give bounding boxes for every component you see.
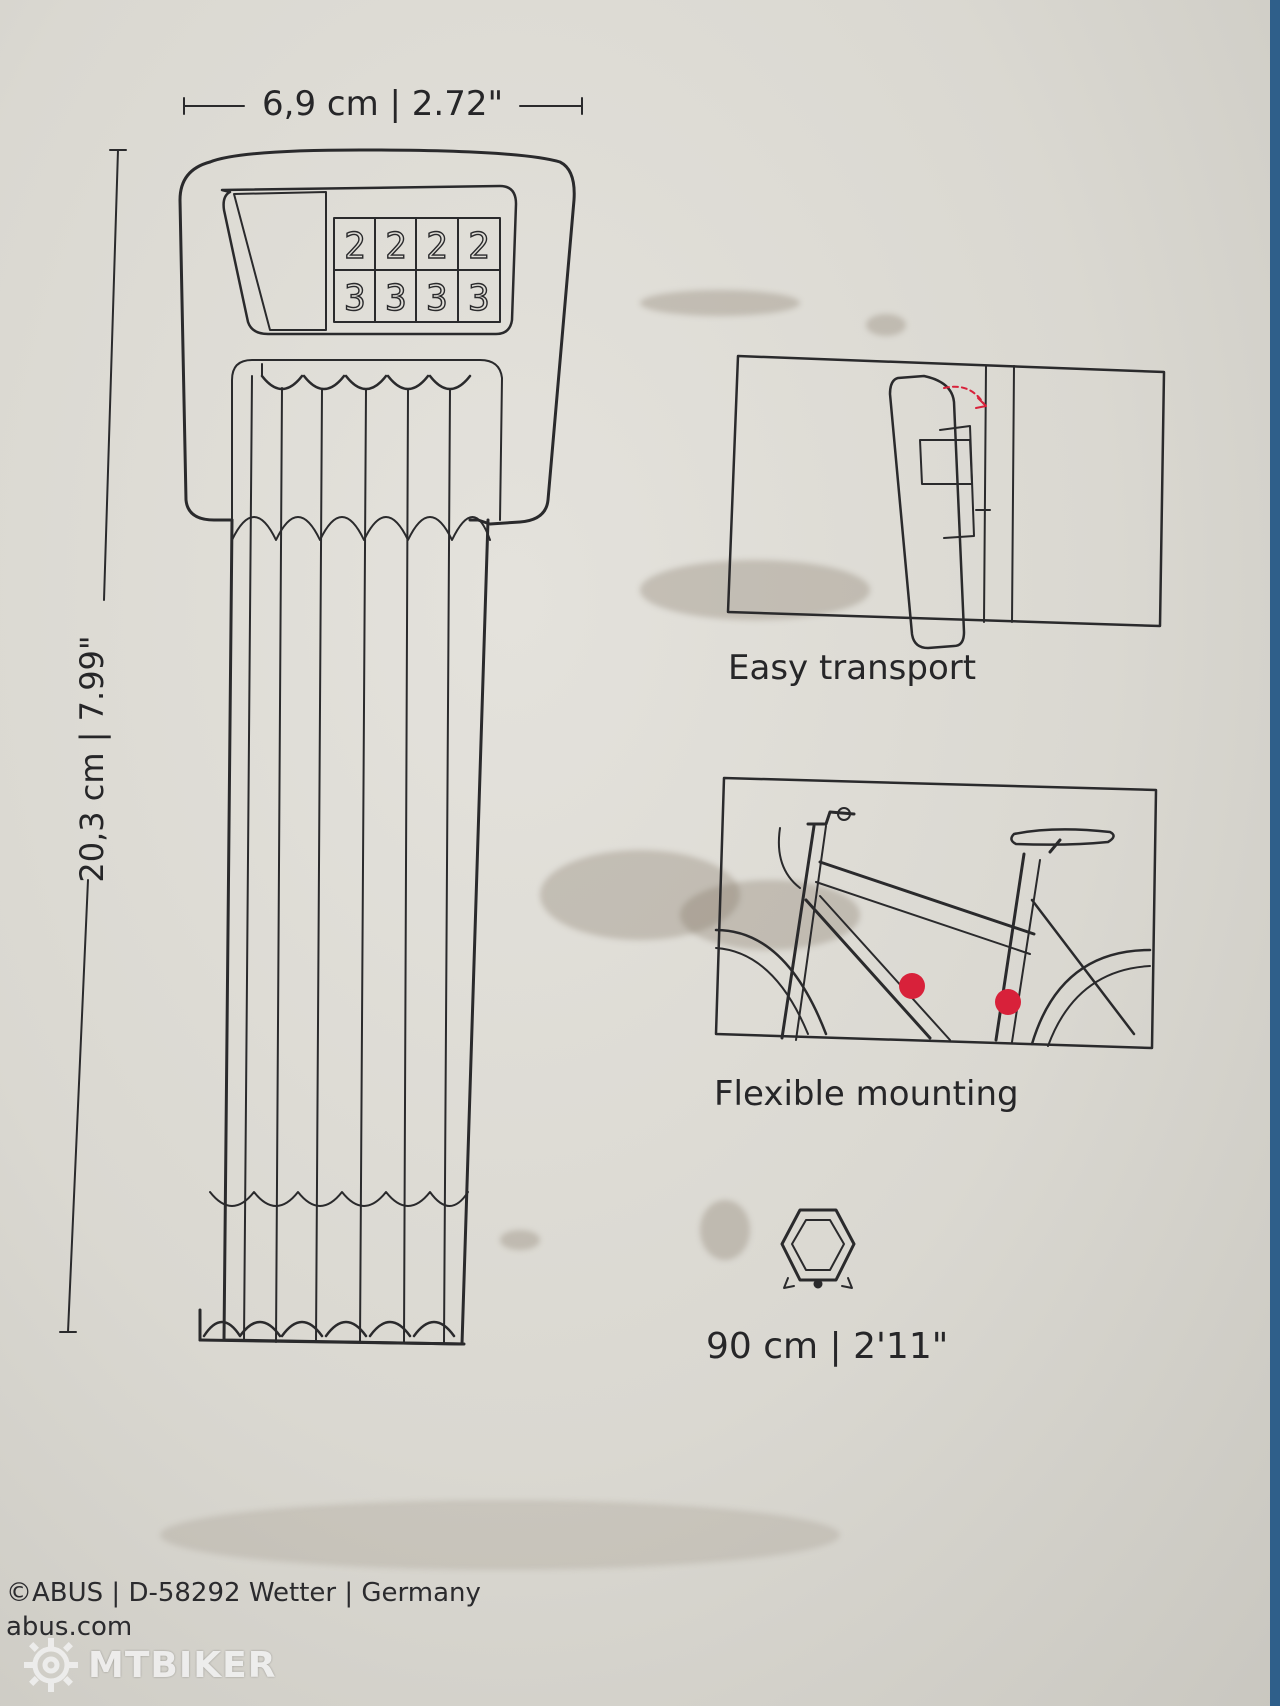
easy-transport-illustration [726,354,1166,650]
dirt-stain [540,850,740,940]
dial-digit-top: 2 [344,226,366,267]
dial-digit-top: 2 [426,226,448,267]
footer-brand-line: ©ABUS | D-58292 Wetter | Germany [6,1578,481,1608]
dirt-stain [640,560,870,620]
flexible-mounting-illustration [714,776,1158,1050]
watermark: MTBIKER [22,1636,276,1694]
mount-point-dot [899,973,925,999]
dial-digit-top: 2 [385,226,407,267]
box-edge-strip [1270,0,1280,1706]
dirt-stain [700,1200,750,1260]
cable-length-label: 90 cm | 2'11" [706,1326,949,1367]
dial-digit-top: 2 [468,226,490,267]
gear-logo-icon [24,1638,78,1692]
dial-digit-bottom: 3 [468,278,490,319]
dial-digit-bottom: 3 [344,278,366,319]
folding-lock-drawing [178,148,576,1346]
combination-dials: 2 2 2 2 3 3 3 3 [343,225,490,319]
dial-digit-bottom: 3 [426,278,448,319]
watermark-text: MTBIKER [88,1644,277,1686]
easy-transport-caption: Easy transport [728,648,977,688]
mount-point-dot [995,989,1021,1015]
flexible-mounting-caption: Flexible mounting [714,1074,1019,1114]
footer-website: abus.com [6,1612,133,1642]
dirt-stain [160,1500,840,1570]
height-dimension-label: 20,3 cm | 7.99" [73,635,111,883]
dial-digit-bottom: 3 [385,278,407,319]
dirt-stain [866,314,906,336]
folding-lock-hexagon-icon [780,1208,856,1289]
dirt-stain [680,880,860,950]
dirt-stain [500,1230,540,1250]
dirt-stain [640,290,800,316]
width-dimension-line [183,97,583,115]
height-dimension-line [59,149,127,1333]
width-dimension-label: 6,9 cm | 2.72" [262,84,504,124]
